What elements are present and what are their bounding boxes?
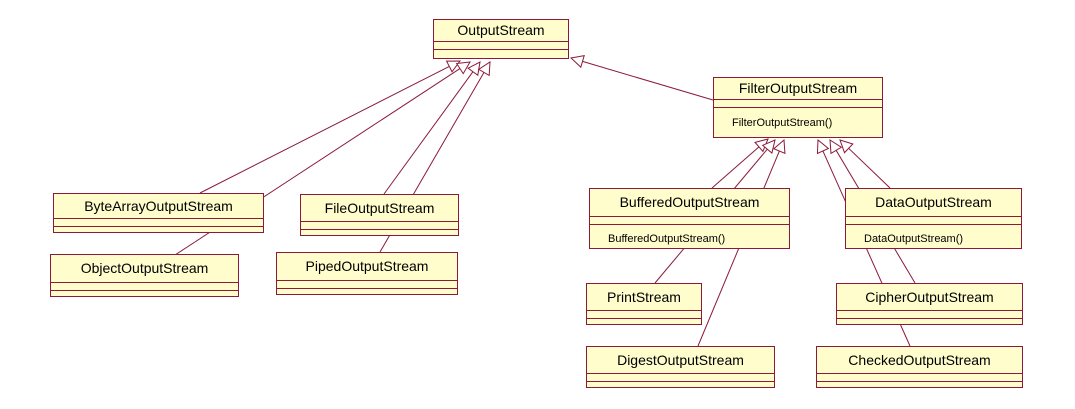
generalization-arrowhead-pipedoutputstream [477, 61, 491, 77]
class-bufferedoutputstream[interactable]: BufferedOutputStream BufferedOutputStrea… [589, 188, 790, 249]
attributes-compartment [434, 42, 568, 50]
operations-compartment: BufferedOutputStream() [590, 225, 789, 246]
operation: FilterOutputStream() [732, 117, 833, 129]
attributes-compartment [846, 217, 1021, 225]
class-fileoutputstream[interactable]: FileOutputStream [300, 194, 459, 236]
class-name: PipedOutputStream [277, 253, 457, 281]
generalization-arrowhead-checkedoutputstream [816, 138, 830, 155]
generalization-line-dataoutputstream [848, 147, 891, 189]
class-outputstream[interactable]: OutputStream [433, 19, 569, 59]
class-cipheroutputstream[interactable]: CipherOutputStream [836, 283, 1023, 325]
class-name: ByteArrayOutputStream [54, 194, 263, 219]
class-name: BufferedOutputStream [590, 189, 789, 217]
class-objectoutputstream[interactable]: ObjectOutputStream [50, 254, 239, 297]
class-dataoutputstream[interactable]: DataOutputStream DataOutputStream() [845, 188, 1022, 249]
attributes-compartment [51, 283, 238, 291]
class-name: DigestOutputStream [587, 347, 774, 374]
class-filteroutputstream[interactable]: FilterOutputStream FilterOutputStream() [713, 77, 883, 138]
class-printstream[interactable]: PrintStream [586, 283, 702, 325]
attributes-compartment [714, 100, 882, 108]
attributes-compartment [817, 374, 1022, 382]
class-name: FilterOutputStream [714, 78, 882, 100]
class-name: CheckedOutputStream [817, 347, 1022, 374]
attributes-compartment [590, 217, 789, 225]
generalization-arrowhead-digestoutputstream [772, 138, 786, 155]
generalization-line-filteroutputstream [582, 60, 714, 101]
generalization-arrowhead-dataoutputstream [839, 139, 854, 154]
operation: BufferedOutputStream() [608, 233, 726, 245]
generalization-arrowhead-cipheroutputstream [829, 139, 843, 155]
generalization-line-bytearrayoutputstream [199, 65, 450, 194]
generalization-arrowhead-printstream [761, 139, 776, 154]
attributes-compartment [54, 219, 263, 227]
class-checkedoutputstream[interactable]: CheckedOutputStream [816, 346, 1023, 388]
class-name: FileOutputStream [301, 195, 458, 222]
generalization-arrowhead-filteroutputstream [569, 55, 585, 69]
operations-compartment: DataOutputStream() [846, 225, 1021, 246]
generalization-arrowhead-bufferedoutputstream [754, 138, 769, 153]
class-name: DataOutputStream [846, 189, 1021, 217]
attributes-compartment [277, 281, 457, 289]
generalization-arrowhead-bytearrayoutputstream [445, 60, 461, 73]
attributes-compartment [301, 222, 458, 230]
class-name: OutputStream [434, 20, 568, 42]
class-bytearrayoutputstream[interactable]: ByteArrayOutputStream [53, 193, 264, 233]
generalization-line-fileoutputstream [383, 71, 474, 195]
class-name: ObjectOutputStream [51, 255, 238, 283]
generalization-arrowhead-fileoutputstream [467, 61, 481, 77]
class-name: CipherOutputStream [837, 284, 1022, 311]
attributes-compartment [587, 374, 774, 382]
attributes-compartment [837, 311, 1022, 319]
class-pipedoutputstream[interactable]: PipedOutputStream [276, 252, 458, 295]
operation: DataOutputStream() [864, 233, 964, 245]
generalization-line-bufferedoutputstream [711, 146, 760, 189]
class-digestoutputstream[interactable]: DigestOutputStream [586, 346, 775, 388]
attributes-compartment [587, 311, 701, 319]
operations-compartment: FilterOutputStream() [714, 108, 882, 130]
class-name: PrintStream [587, 284, 701, 311]
generalization-arrowhead-objectoutputstream [455, 61, 471, 75]
